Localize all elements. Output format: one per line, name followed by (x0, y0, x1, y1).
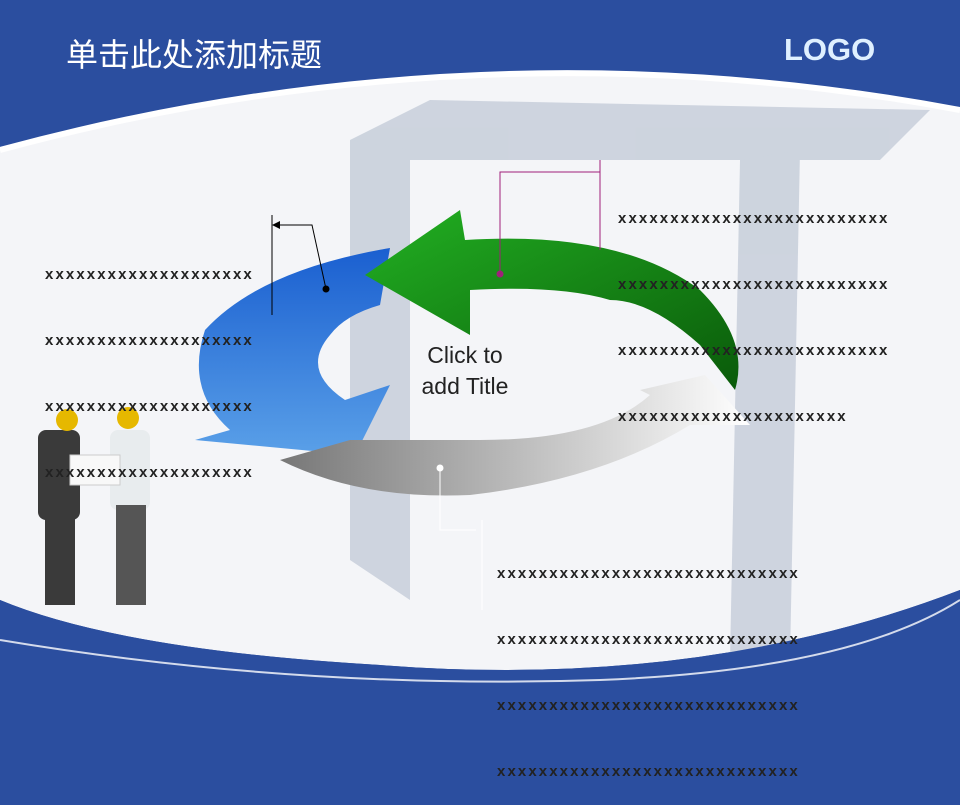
text-line: xxxxxxxxxxxxxxxxxxxxxxxxxxxxx (497, 631, 800, 648)
bottom-frame (0, 590, 960, 720)
center-title-line: add Title (421, 373, 509, 399)
text-block-left[interactable]: xxxxxxxxxxxxxxxxxxxx xxxxxxxxxxxxxxxxxxx… (45, 220, 254, 506)
text-line: xxxxxxxxxxxxxxxxxxxx (45, 266, 254, 283)
white-ellipse-panel (0, 73, 960, 670)
workers-image (38, 407, 150, 605)
text-line: xxxxxxxxxxxxxxxxxxxxxxxxxx (618, 276, 890, 293)
text-line: xxxxxxxxxxxxxxxxxxxxxxxxxxxxx (497, 697, 800, 714)
text-line: xxxxxxxxxxxxxxxxxxxxxxxxxx (618, 210, 890, 227)
text-line: xxxxxxxxxxxxxxxxxxxxxxxxxxxxx (497, 763, 800, 780)
text-line: xxxxxxxxxxxxxxxxxxxx (45, 464, 254, 481)
center-title[interactable]: Click to add Title (400, 340, 530, 402)
slide-title[interactable]: 单击此处添加标题 (66, 36, 323, 74)
text-line: xxxxxxxxxxxxxxxxxxxxxxxxxx (618, 342, 890, 359)
gray-arrow (280, 375, 750, 496)
text-line: xxxxxxxxxxxxxxxxxxxxxxxxxxxxx (497, 565, 800, 582)
text-block-bottom[interactable]: xxxxxxxxxxxxxxxxxxxxxxxxxxxxx xxxxxxxxxx… (497, 519, 800, 805)
center-title-line: Click to (427, 342, 503, 368)
text-line: xxxxxxxxxxxxxxxxxxxx (45, 398, 254, 415)
text-line: xxxxxxxxxxxxxxxxxxxxxx (618, 408, 848, 425)
logo: LOGO (784, 32, 876, 67)
text-block-top-right[interactable]: xxxxxxxxxxxxxxxxxxxxxxxxxx xxxxxxxxxxxxx… (618, 164, 890, 450)
blue-arrow (195, 248, 390, 455)
text-line: xxxxxxxxxxxxxxxxxxxx (45, 332, 254, 349)
slide-background (0, 70, 960, 720)
green-arrow (365, 210, 739, 390)
